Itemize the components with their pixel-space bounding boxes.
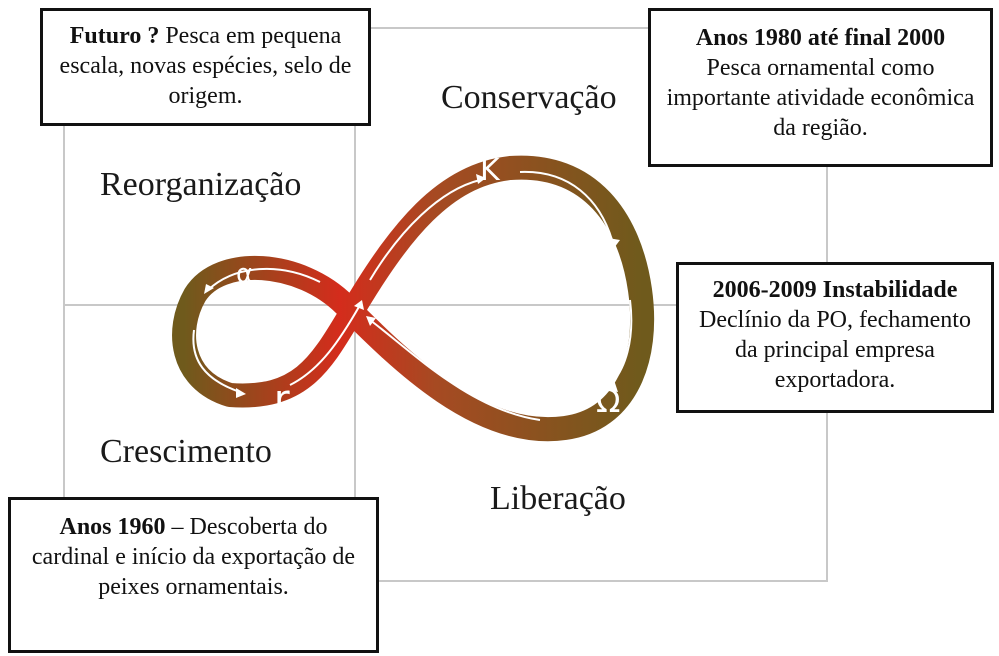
r-marker: r (274, 377, 290, 421)
phase-growth-label: Crescimento (100, 433, 272, 470)
phase-release-label: Liberação (490, 480, 626, 517)
future-box-text: Pesca em pequena escala, novas espécies,… (59, 23, 352, 109)
eighties-box-text: Pesca ornamental como importante ativida… (666, 55, 975, 141)
alpha-marker: α (236, 259, 253, 289)
phase-reorganization-label: Reorganização (100, 166, 302, 203)
sixties-box-text: – Descoberta do cardinal e início da exp… (31, 514, 356, 600)
flow-arrows (192, 170, 633, 421)
instability-box-title: 2006-2009 Instabilidade (712, 277, 958, 303)
instability-box-text: Declínio da PO, fechamento da principal … (699, 307, 971, 393)
phase-conservation-label: Conservação (441, 79, 617, 116)
eighties-box: Anos 1980 até final 2000 Pesca ornamenta… (648, 8, 993, 167)
eighties-box-title: Anos 1980 até final 2000 (695, 25, 946, 51)
sixties-box: Anos 1960 – Descoberta do cardinal e iní… (8, 497, 379, 653)
adaptive-cycle-loop (172, 155, 655, 442)
arrowheads (204, 174, 620, 398)
future-box-title: Futuro ? (69, 23, 160, 49)
omega-marker: Ω (596, 382, 620, 420)
kappa-marker: K (480, 153, 501, 188)
sixties-box-title: Anos 1960 (59, 514, 166, 540)
future-box: Futuro ? Pesca em pequena escala, novas … (40, 8, 371, 126)
instability-box: 2006-2009 Instabilidade Declínio da PO, … (676, 262, 994, 413)
